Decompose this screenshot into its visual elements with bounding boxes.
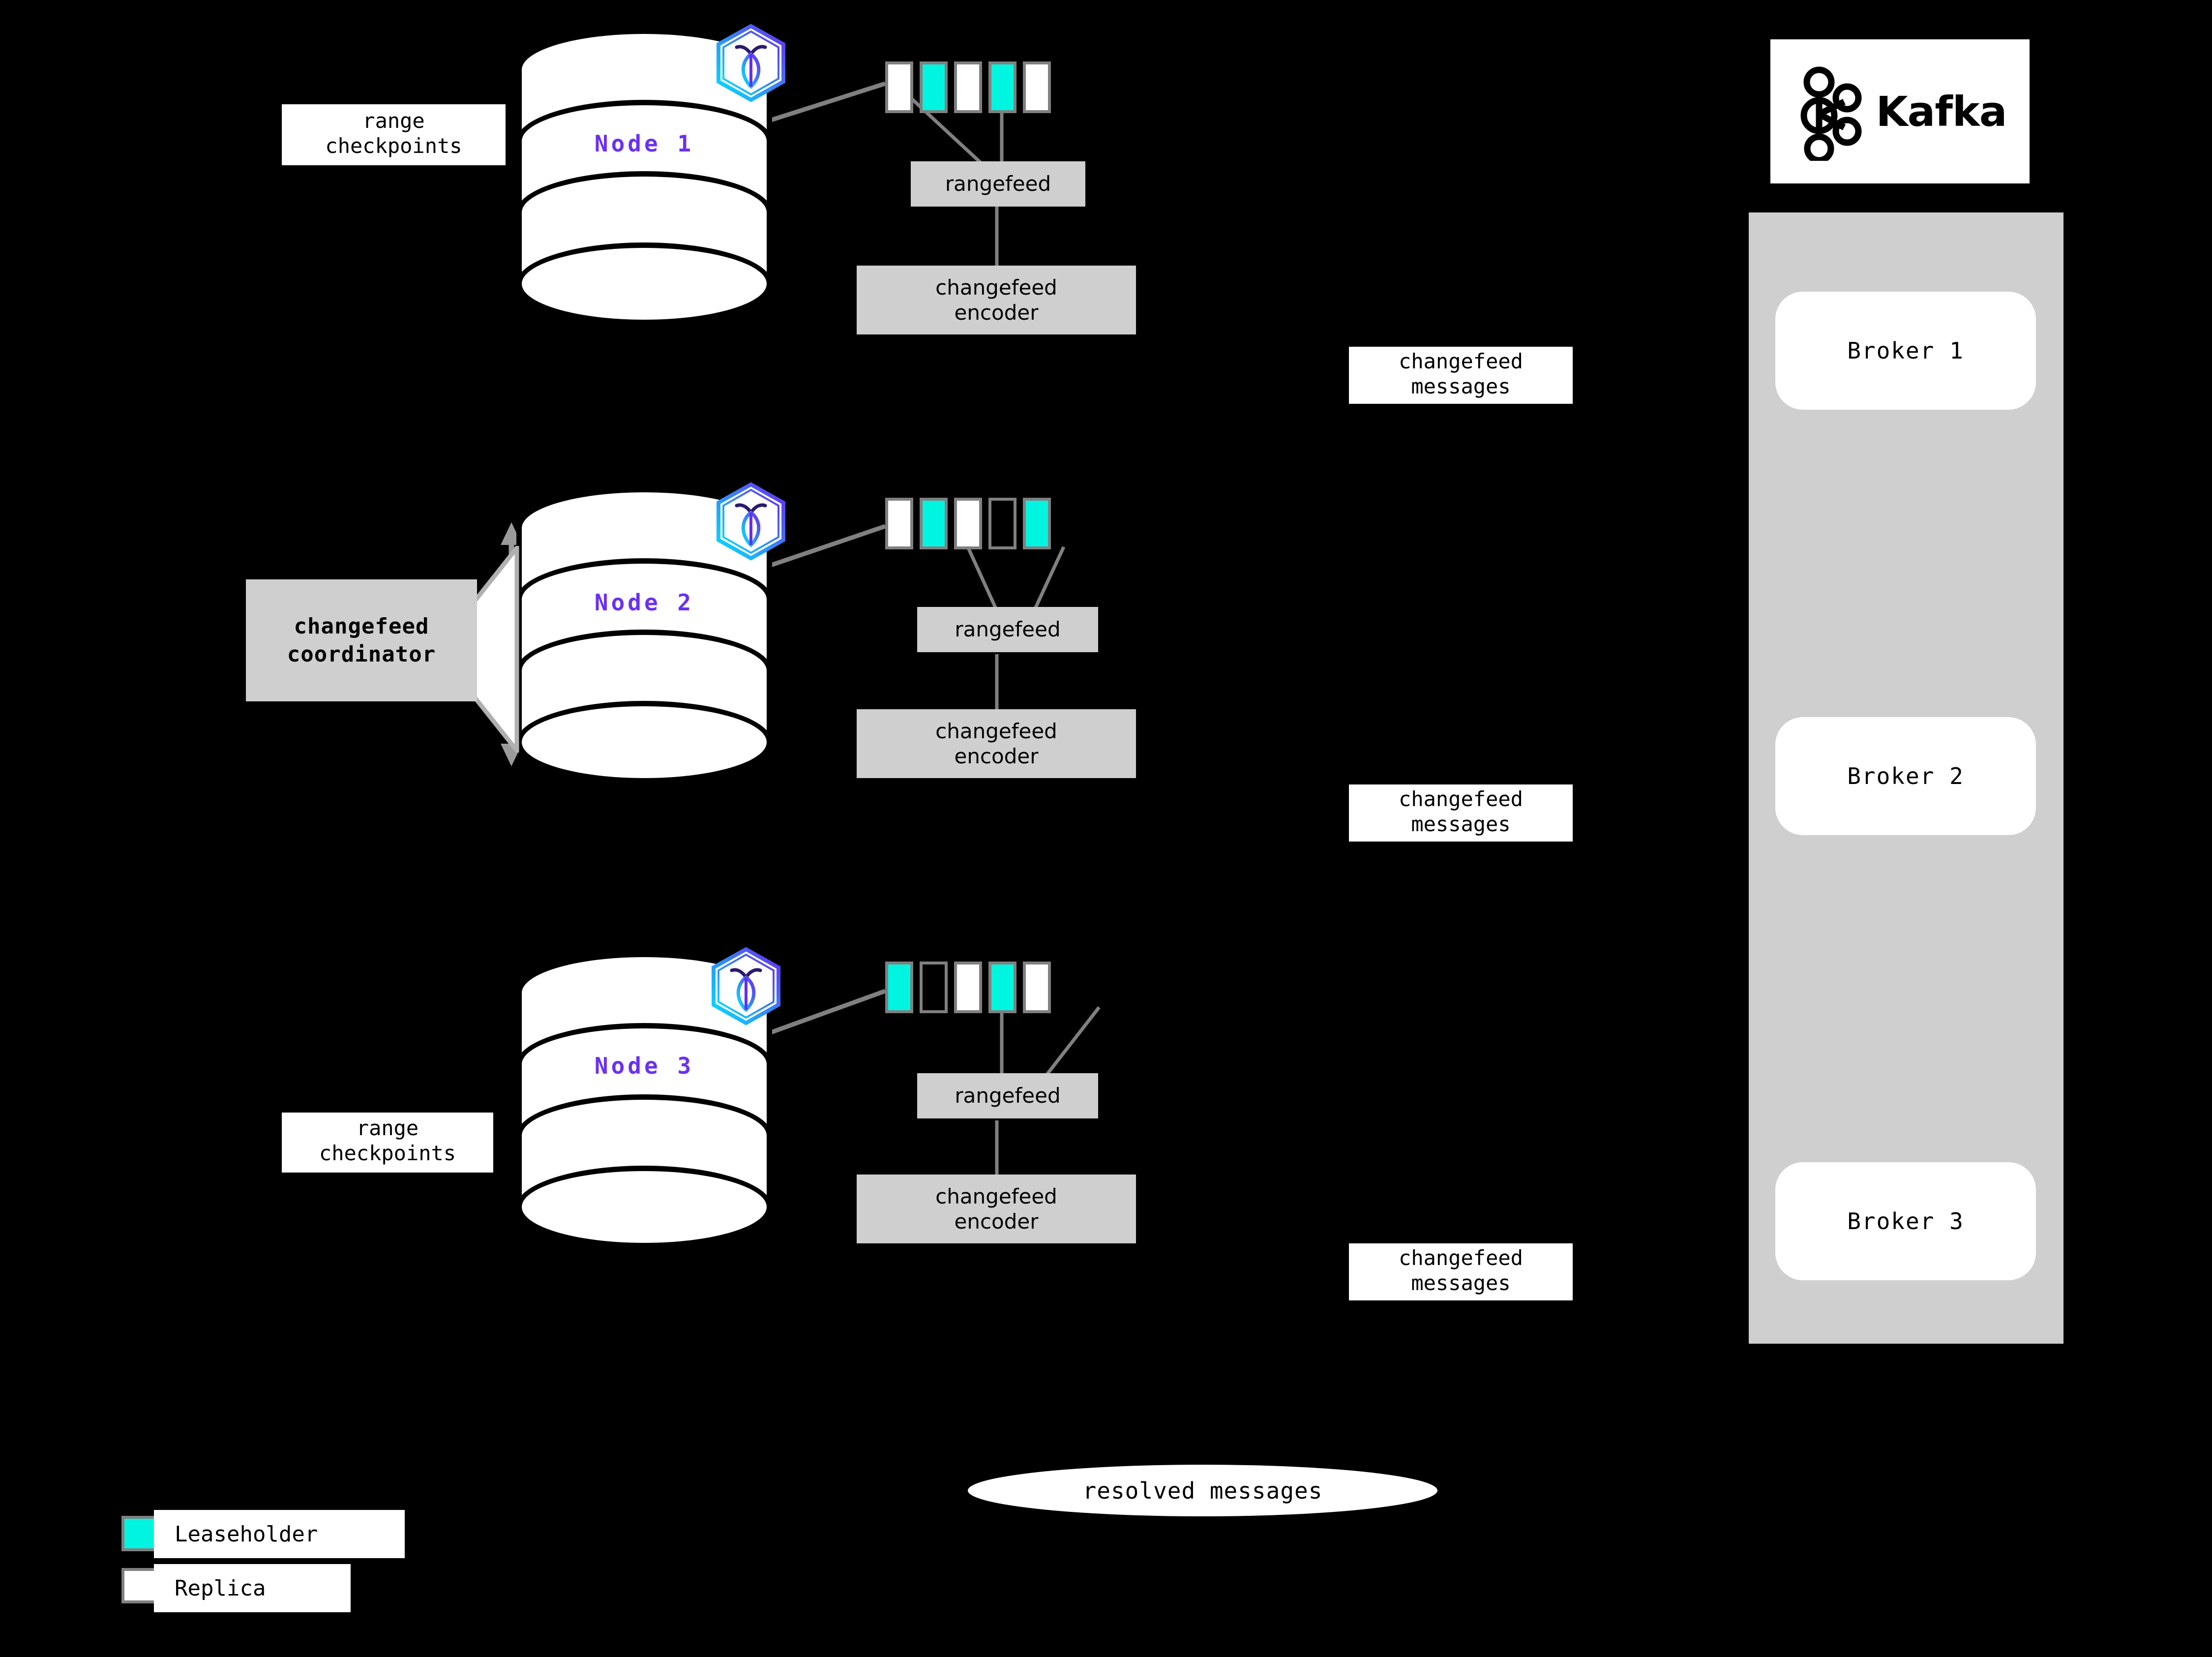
node-3-changefeed-encoder-box[interactable]: changefeed encoder [857, 1175, 1136, 1243]
node-3-label: Node 3 [594, 1053, 694, 1079]
range-box[interactable] [1023, 61, 1051, 113]
cockroachdb-hexagon-icon [709, 947, 783, 1025]
coordinator-wedge [469, 542, 529, 757]
broker-3[interactable]: Broker 3 [1775, 1162, 2036, 1280]
kafka-wordmark: Kafka [1876, 87, 2007, 136]
range-box[interactable] [885, 962, 913, 1013]
range-box[interactable] [988, 962, 1016, 1013]
legend-swatch-leaseholder [121, 1516, 157, 1551]
range-box[interactable] [885, 61, 913, 113]
legend-label-leaseholder: Leaseholder [154, 1510, 405, 1558]
node-1-range-checkpoints-label: range checkpoints [282, 104, 506, 165]
kafka-logo: Kafka [1770, 39, 2030, 183]
node-1-rangefeed-box[interactable]: rangefeed [911, 161, 1085, 207]
legend-label-replica: Replica [154, 1564, 351, 1612]
node-3-ranges [885, 962, 1051, 1013]
node-1-changefeed-encoder-box[interactable]: changefeed encoder [857, 266, 1136, 334]
node-2-rangefeed-box[interactable]: rangefeed [917, 607, 1098, 652]
broker-2[interactable]: Broker 2 [1775, 717, 2036, 835]
cockroachdb-hexagon-icon [714, 24, 788, 102]
range-box[interactable] [954, 61, 982, 113]
node-2-changefeed-messages-label: changefeed messages [1349, 784, 1573, 842]
node-2-ranges [885, 498, 1051, 549]
range-box[interactable] [988, 61, 1016, 113]
range-box[interactable] [920, 498, 948, 549]
node-1-cylinder [516, 29, 772, 325]
range-box[interactable] [954, 962, 982, 1013]
node-1-label: Node 1 [594, 130, 694, 157]
range-box[interactable] [920, 962, 948, 1013]
legend-swatch-replica [121, 1568, 157, 1603]
range-box[interactable] [1023, 962, 1051, 1013]
broker-1[interactable]: Broker 1 [1775, 292, 2036, 410]
range-box[interactable] [920, 61, 948, 113]
node-3-changefeed-messages-label: changefeed messages [1349, 1243, 1573, 1300]
range-box[interactable] [988, 498, 1016, 549]
node-2-label: Node 2 [594, 589, 694, 616]
node-3-range-checkpoints-label: range checkpoints [282, 1113, 493, 1173]
kafka-logo-icon [1800, 66, 1862, 161]
range-box[interactable] [885, 498, 913, 549]
range-box[interactable] [954, 498, 982, 549]
node-2-cylinder [516, 487, 772, 783]
cockroachdb-hexagon-icon [714, 482, 788, 561]
node-1-ranges [885, 61, 1051, 113]
node-3-rangefeed-box[interactable]: rangefeed [917, 1073, 1098, 1118]
node-1-changefeed-messages-label: changefeed messages [1349, 347, 1573, 404]
range-box[interactable] [1023, 498, 1051, 549]
changefeed-coordinator-box[interactable]: changefeed coordinator [246, 579, 477, 701]
resolved-messages-pill[interactable]: resolved messages [968, 1465, 1437, 1516]
node-2-changefeed-encoder-box[interactable]: changefeed encoder [857, 709, 1136, 778]
